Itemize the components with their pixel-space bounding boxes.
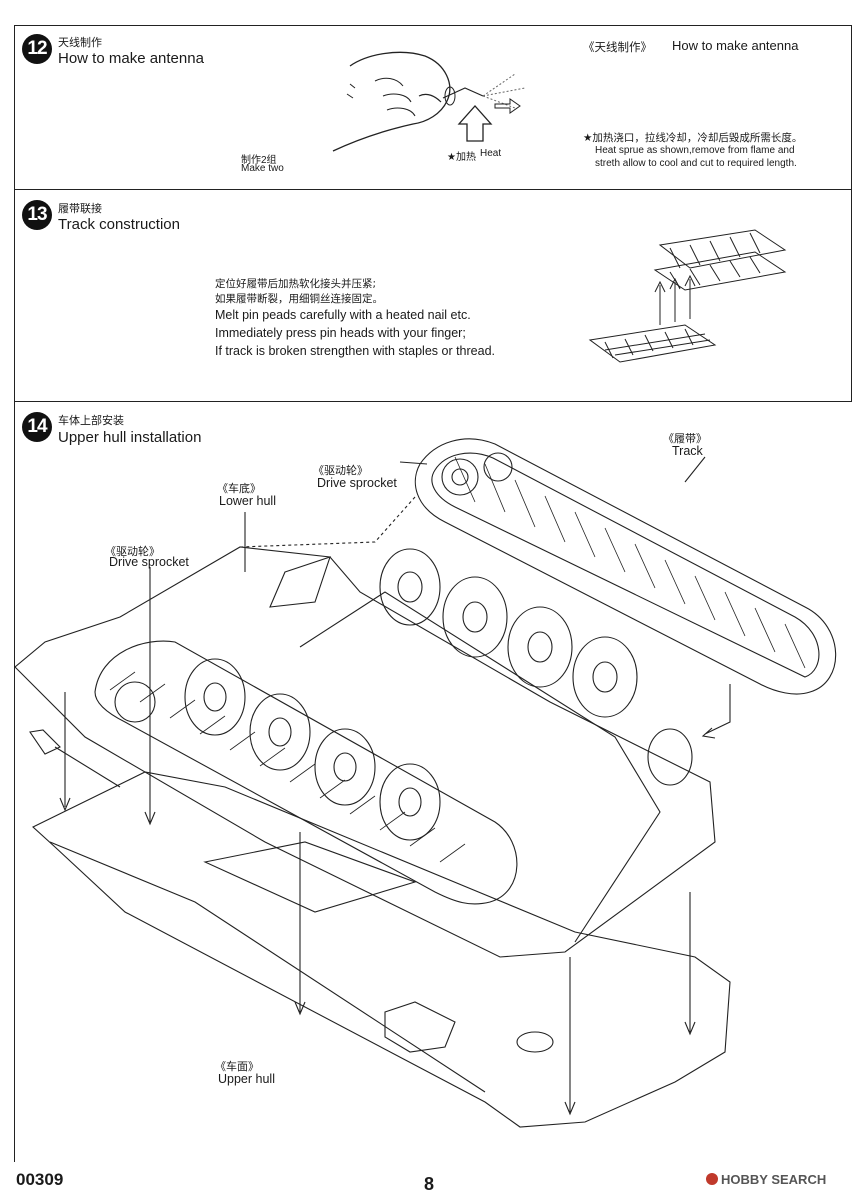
step-title-zh: 履带联接 [58, 202, 102, 215]
make-two-en: Make two [241, 163, 284, 174]
note-zh-2: 如果履带断裂，用细铜丝连接固定。 [215, 293, 383, 305]
step-12-panel: 12 天线制作 How to make antenna 制作2组 Make tw… [14, 25, 852, 190]
callout-drive-sprocket-top-en: Drive sprocket [317, 476, 397, 490]
watermark-text: HOBBY SEARCH [721, 1172, 827, 1187]
step-title-en: Upper hull installation [58, 429, 202, 446]
track-links-illustration [588, 229, 787, 363]
callout-upper-hull-en: Upper hull [218, 1072, 275, 1086]
heat-label-zh: ★加热 [447, 152, 476, 163]
step-number-badge: 14 [22, 412, 52, 442]
note-zh-1: 定位好履带后加热软化接头并压紧; [215, 278, 377, 290]
callout-lower-hull-zh: 《车底》 [217, 482, 261, 495]
step-number-badge: 13 [22, 200, 52, 230]
step-14-panel: 14 车体上部安装 Upper hull installation [14, 402, 852, 1162]
callout-upper-hull-zh: 《车面》 [215, 1060, 259, 1073]
note-en-2: streth allow to cool and cut to required… [595, 158, 797, 169]
step-title-en: Track construction [58, 216, 180, 233]
callout-track-en: Track [672, 444, 703, 458]
callout-drive-sprocket-left-zh: 《驱动轮》 [105, 545, 160, 558]
note-en-2: Immediately press pin heads with your fi… [215, 326, 466, 340]
header-en: How to make antenna [672, 38, 799, 53]
watermark-logo-icon [706, 1173, 718, 1185]
callout-lower-hull-en: Lower hull [219, 494, 276, 508]
antenna-illustration [332, 51, 526, 152]
callout-track-zh: 《履带》 [663, 432, 707, 445]
watermark: HOBBY SEARCH [706, 1172, 826, 1187]
step-title-en: How to make antenna [58, 50, 204, 67]
make-two-zh: 制作2组 [241, 155, 277, 166]
callout-drive-sprocket-left-en: Drive sprocket [109, 555, 189, 569]
page-number: 8 [424, 1174, 435, 1194]
callout-drive-sprocket-top-zh: 《驱动轮》 [313, 464, 368, 477]
step-title-zh: 车体上部安装 [58, 414, 124, 427]
step-number-badge: 12 [22, 34, 52, 64]
header-zh: 《天线制作》 [583, 40, 652, 54]
note-zh: ★加热浇口，拉线冷却，冷却后毁成所需长度。 [583, 132, 803, 144]
step-13-panel: 13 履带联接 Track construction 定位好履带后加热软化接头并… [14, 190, 852, 402]
note-en-1: Heat sprue as shown,remove from flame an… [595, 145, 795, 156]
note-en-3: If track is broken strengthen with stapl… [215, 344, 495, 358]
kit-code: 00309 [16, 1170, 64, 1189]
hull-assembly-illustration [15, 438, 837, 1128]
step-title-zh: 天线制作 [58, 36, 102, 49]
note-en-1: Melt pin peads carefully with a heated n… [215, 308, 471, 322]
heat-label-en: Heat [480, 148, 502, 159]
